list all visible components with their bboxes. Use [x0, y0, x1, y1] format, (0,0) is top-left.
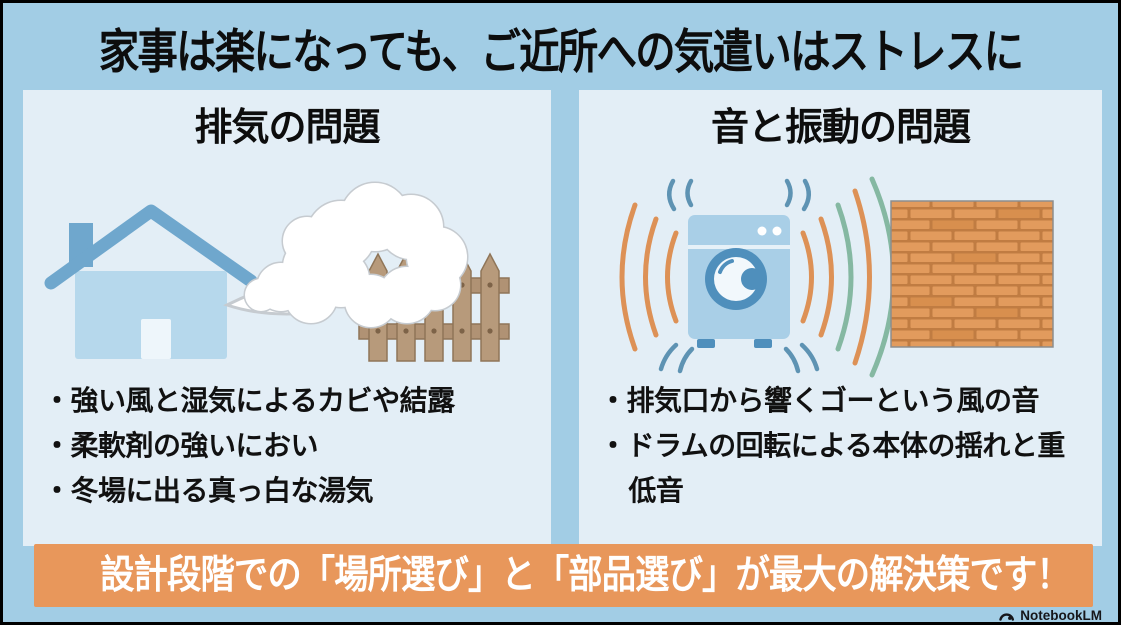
house-icon [44, 204, 258, 359]
attribution-text: NotebookLM [1020, 607, 1102, 623]
panel-sound-vibration: 音と振動の問題 [579, 90, 1102, 546]
solution-banner: 設計段階での「場所選び」と「部品選び」が最大の解決策です！ [34, 544, 1093, 607]
attribution: NotebookLM [998, 607, 1102, 623]
notebooklm-logo-icon [999, 613, 1015, 621]
bullet-item: ・柔軟剤の強いにおい [43, 430, 319, 461]
bullet-item: ・冬場に出る真っ白な湯気 [43, 475, 374, 506]
bullet-item: ・強い風と湿気によるカビや結露 [43, 385, 455, 416]
vibration-marks-icon [658, 178, 820, 374]
page-title: 家事は楽になっても、ご近所への気遣いはストレスに [98, 25, 1024, 78]
panel-exhaust: 排気の問題 [23, 90, 551, 546]
panel-exhaust-heading: 排気の問題 [194, 107, 380, 149]
exhaust-bullet-list: ・強い風と湿気によるカビや結露 ・柔軟剤の強いにおい ・冬場に出る真っ白な湯気 [43, 378, 537, 513]
sound-vibration-illustration [619, 176, 1054, 378]
panel-sound-heading: 音と振動の問題 [710, 107, 971, 149]
sound-bullet-list: ・排気口から響くゴーという風の音 ・ドラムの回転による本体の揺れと重低音 [599, 378, 1088, 513]
sound-waves-icon [619, 176, 896, 378]
bullet-item: ・ドラムの回転による本体の揺れと重低音 [599, 430, 1065, 506]
solution-banner-text: 設計段階での「場所選び」と「部品選び」が最大の解決策です！ [100, 554, 1071, 597]
bullet-item: ・排気口から響くゴーという風の音 [599, 385, 1040, 416]
steam-cloud-icon [223, 181, 469, 329]
exhaust-illustration [44, 181, 510, 362]
washing-machine-icon [688, 215, 790, 348]
brick-wall-icon [890, 200, 1054, 348]
